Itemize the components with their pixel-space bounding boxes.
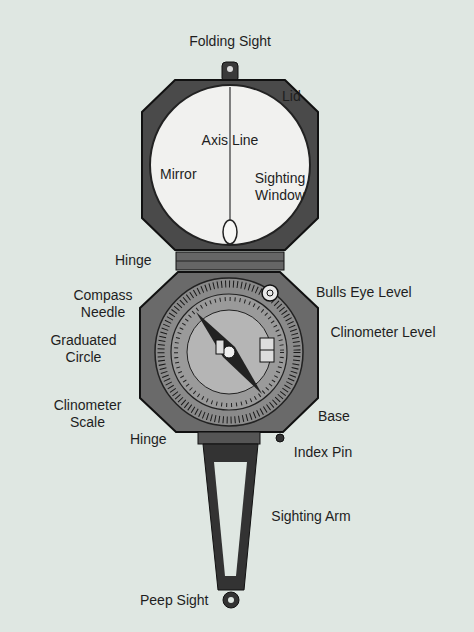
peep-hole — [228, 597, 234, 603]
mirror — [150, 85, 310, 245]
index-pin — [276, 434, 284, 442]
part-label: Index Pin — [288, 444, 358, 461]
degree-ticks — [161, 284, 297, 420]
bulls-eye-level — [262, 285, 278, 301]
base — [140, 272, 318, 432]
dial-center — [187, 310, 271, 394]
sighting-window — [223, 220, 237, 244]
lid-frame — [142, 80, 318, 250]
sight-hole — [227, 66, 233, 72]
sighting-arm — [203, 444, 258, 590]
hinge-seam — [176, 261, 284, 262]
hinge — [176, 252, 284, 270]
arm-slot — [214, 462, 247, 576]
compass-needle — [196, 312, 262, 394]
part-label: Hinge — [130, 431, 190, 448]
needle-mark — [216, 340, 224, 354]
part-label: Lid — [282, 88, 322, 105]
part-label: Clinometer Scale — [40, 397, 135, 431]
part-label: Graduated Circle — [36, 332, 131, 366]
axis-line — [229, 87, 230, 221]
part-label: Sighting Window — [240, 170, 320, 204]
part-label: Peep Sight — [140, 592, 230, 609]
part-label: Mirror — [160, 166, 220, 183]
hinge — [198, 432, 260, 444]
clinometer-scale — [171, 294, 287, 410]
part-label: Axis Line — [190, 132, 270, 149]
part-label: Hinge — [115, 252, 175, 269]
pivot — [223, 346, 235, 358]
peep-sight — [223, 592, 239, 608]
clinometer-ticks — [176, 299, 282, 405]
part-label: Bulls Eye Level — [316, 284, 456, 301]
bubble — [267, 290, 273, 296]
part-label: Compass Needle — [58, 287, 148, 321]
graduated-circle — [155, 278, 303, 426]
part-label: Sighting Arm — [266, 508, 356, 525]
clinometer-level — [260, 338, 274, 362]
part-label: Folding Sight — [170, 33, 290, 50]
part-label: Clinometer Level — [328, 324, 438, 341]
level-mark — [260, 350, 274, 351]
part-label: Base — [318, 408, 378, 425]
